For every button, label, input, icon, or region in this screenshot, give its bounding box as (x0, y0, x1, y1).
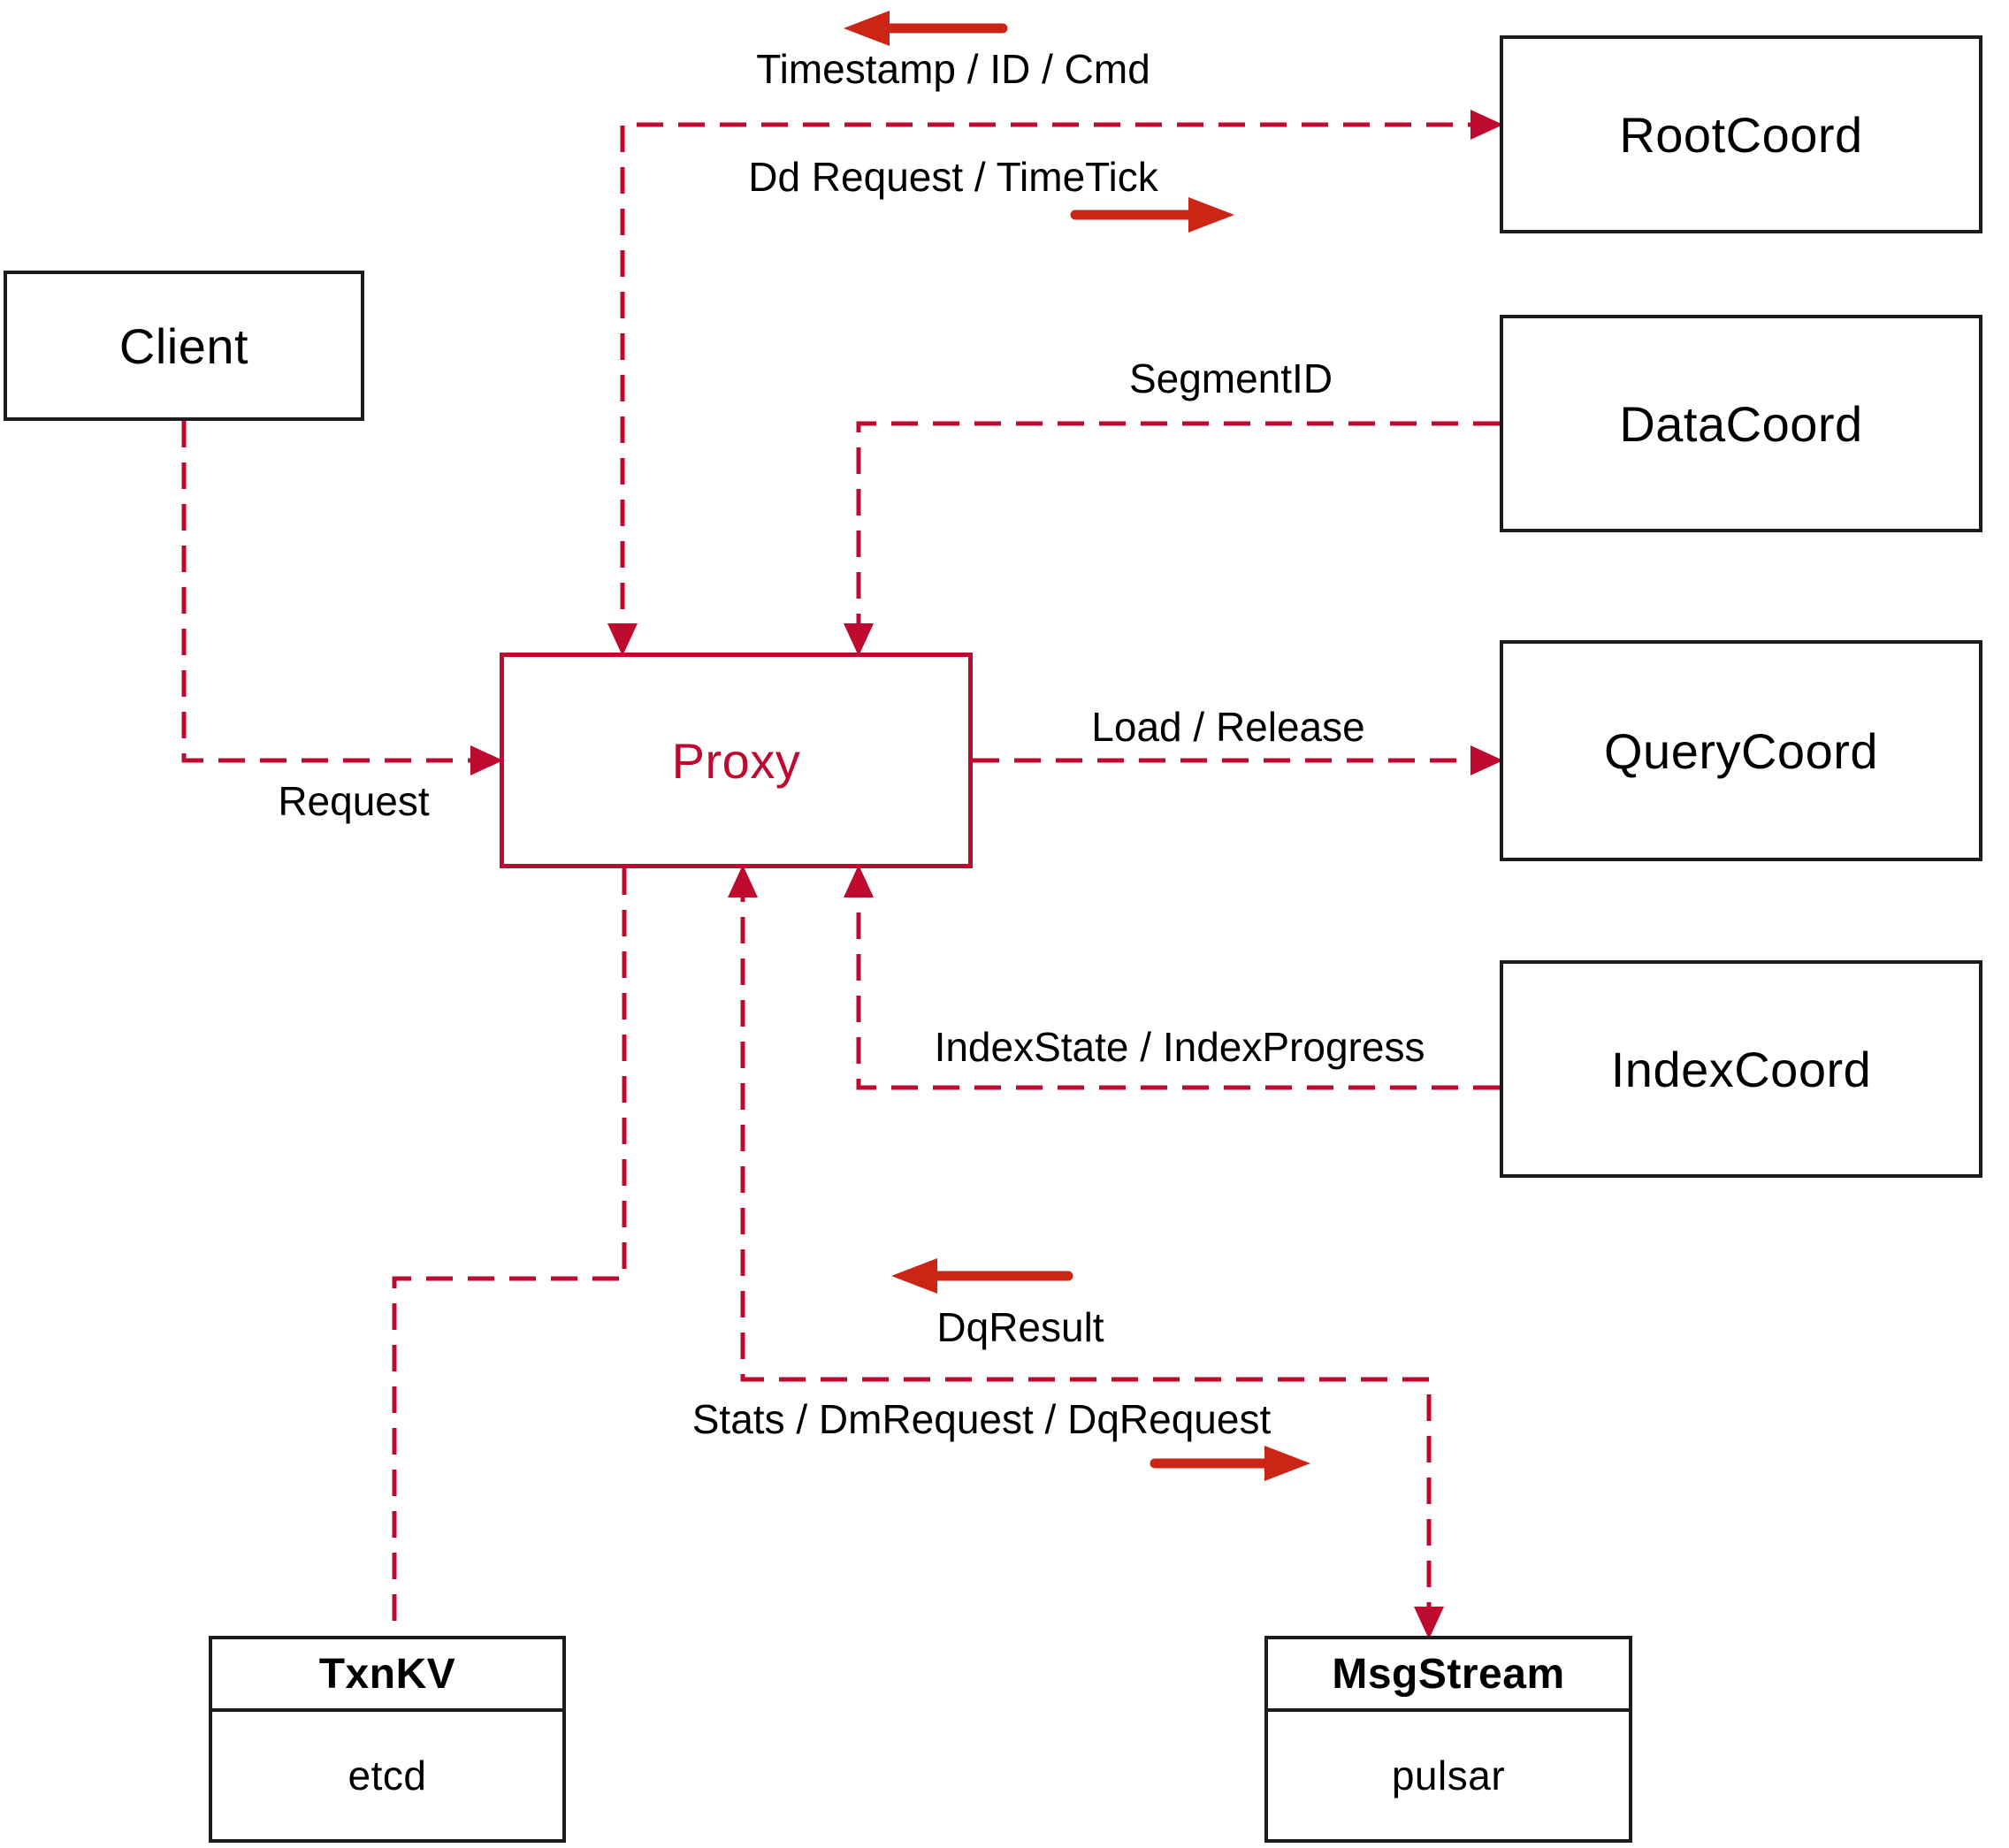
node-msgstream: MsgStream pulsar (1264, 1636, 1632, 1843)
edge-proxy-querycoord (973, 745, 1503, 775)
arrow-left-icon (891, 1258, 1073, 1294)
edge-label-stats-dmrequest-dqrequest: Stats / DmRequest / DqRequest (691, 1396, 1272, 1442)
node-proxy-label: Proxy (671, 732, 801, 789)
node-txnkv: TxnKV etcd (209, 1636, 566, 1843)
edge-label-indexstate-indexprogress: IndexState / IndexProgress (934, 1024, 1425, 1070)
node-datacoord: DataCoord (1500, 315, 1982, 532)
node-proxy: Proxy (500, 653, 973, 868)
node-msgstream-title: MsgStream (1268, 1639, 1629, 1712)
arrow-right-icon (1070, 197, 1234, 233)
edge-label-load-release: Load / Release (1091, 704, 1365, 750)
node-txnkv-subtitle: etcd (348, 1753, 427, 1798)
arrow-right-icon (1150, 1446, 1310, 1481)
node-rootcoord-label: RootCoord (1619, 106, 1863, 163)
edge-proxy-txnkv (392, 868, 627, 1634)
edge-label-dd-request-timetick: Dd Request / TimeTick (748, 154, 1158, 200)
edge-label-dqresult: DqResult (936, 1304, 1104, 1350)
arrow-left-icon (844, 11, 1008, 46)
edge-label-timestamp-id-cmd: Timestamp / ID / Cmd (756, 46, 1150, 92)
node-datacoord-label: DataCoord (1619, 395, 1863, 452)
node-client-label: Client (118, 317, 249, 374)
edge-indexcoord-proxy (844, 865, 1500, 1090)
edge-proxy-rootcoord (607, 110, 1503, 656)
node-indexcoord: IndexCoord (1500, 960, 1982, 1178)
edge-datacoord-proxy (844, 421, 1500, 656)
node-rootcoord: RootCoord (1500, 35, 1982, 233)
node-txnkv-title: TxnKV (212, 1639, 562, 1712)
node-querycoord: QueryCoord (1500, 640, 1982, 861)
edge-proxy-msgstream (728, 865, 1444, 1639)
edge-label-request: Request (278, 778, 430, 824)
edge-label-segmentid: SegmentID (1128, 355, 1333, 401)
node-indexcoord-label: IndexCoord (1610, 1041, 1872, 1097)
node-client: Client (4, 271, 364, 421)
edge-client-proxy (181, 421, 503, 775)
node-querycoord-label: QueryCoord (1603, 722, 1879, 779)
node-msgstream-subtitle: pulsar (1391, 1753, 1506, 1798)
